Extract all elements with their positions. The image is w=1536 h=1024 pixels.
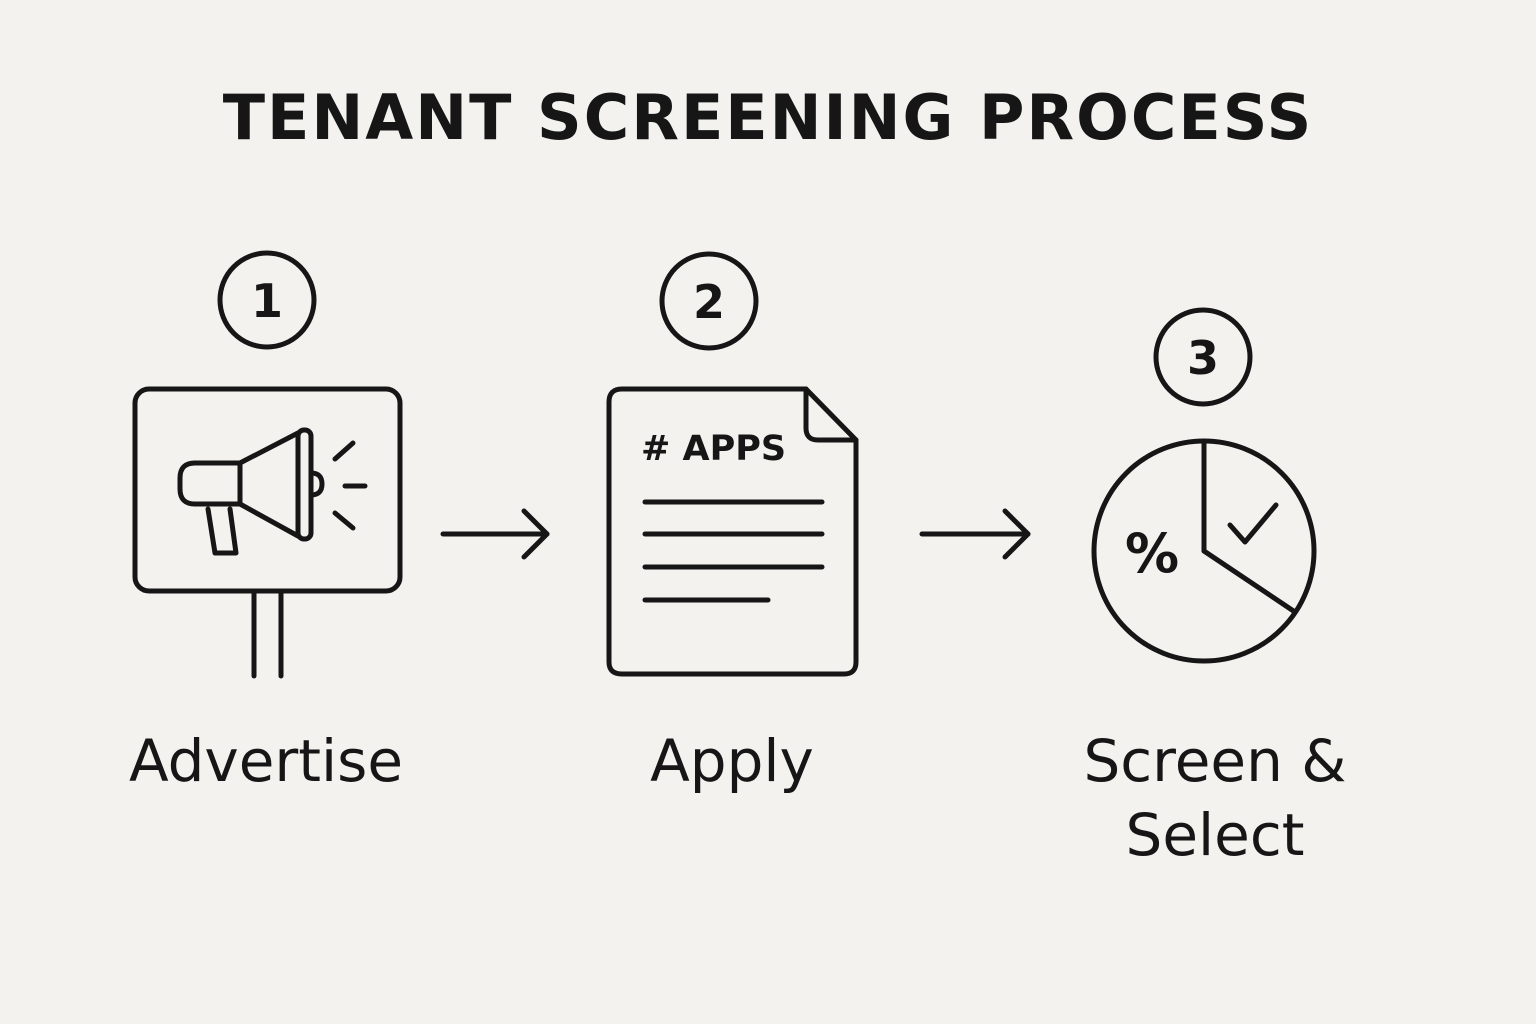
- step-2-number: 2: [693, 275, 725, 329]
- arrow-right-icon: [919, 508, 1031, 560]
- page-title: TENANT SCREENING PROCESS: [222, 81, 1314, 154]
- percent-symbol: %: [1125, 522, 1179, 585]
- step-3-number: 3: [1187, 331, 1219, 385]
- step-3-label: Screen & Select: [1083, 727, 1347, 869]
- document-icon: [606, 386, 859, 677]
- step-2-label: Apply: [650, 727, 814, 795]
- arrow-right-icon: [440, 508, 550, 560]
- step-1-number-badge: [217, 250, 317, 350]
- document-heading: # APPS: [641, 429, 786, 469]
- pie-chart-check-icon: [1091, 438, 1317, 664]
- step-2-number-badge: [659, 251, 759, 351]
- step-1-label: Advertise: [128, 727, 404, 795]
- step-3-number-badge: [1153, 307, 1253, 407]
- megaphone-sign-icon: [132, 386, 403, 679]
- step-1-number: 1: [251, 274, 283, 328]
